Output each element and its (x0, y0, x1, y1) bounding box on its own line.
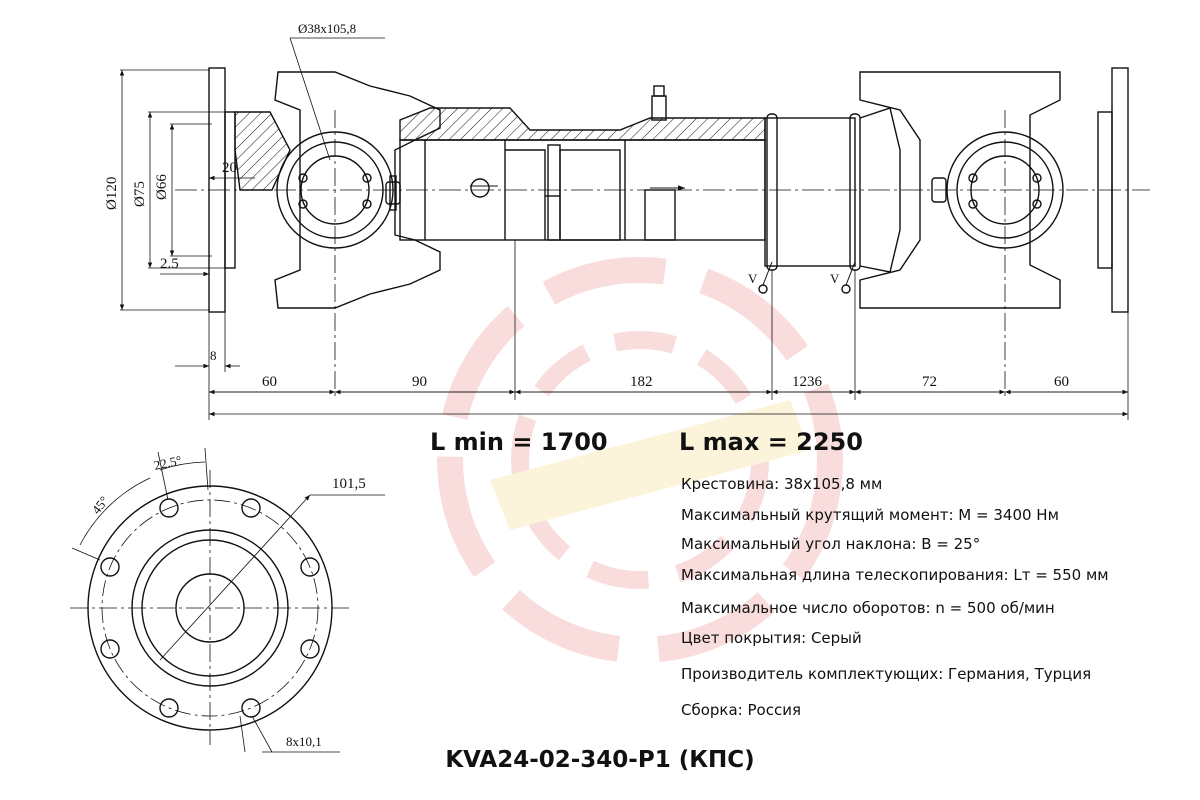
spec-telescoping: Максимальная длина телескопирования: Lт … (681, 566, 1109, 584)
model-number: KVA24-02-340-P1 (КПС) (445, 747, 755, 773)
spec-assembly: Сборка: Россия (681, 701, 801, 719)
dim-8-label: 8 (210, 348, 217, 363)
spec-rpm: Максимальное число оборотов: n = 500 об/… (681, 599, 1055, 617)
spec-angle: Максимальный угол наклона: В = 25° (681, 535, 981, 553)
dia-75-label: Ø75 (132, 181, 148, 207)
dim-182: 182 (630, 374, 653, 390)
tube-body (764, 117, 856, 267)
length-min: L min = 1700 (430, 428, 608, 456)
dia-66-label: Ø66 (154, 174, 170, 200)
dimension-lines (119, 37, 1129, 420)
flange-radius-label: 101,5 (332, 476, 366, 492)
bolt-hole (100, 639, 120, 659)
bolt-hole (300, 639, 320, 659)
bolt-hole (159, 498, 179, 518)
length-max: L max = 2250 (679, 428, 863, 456)
grease-fitting-top (651, 95, 667, 121)
sleeve-top-section (399, 107, 766, 141)
cross-dimension: Ø38x105,8 (298, 21, 356, 36)
dim-2-5-label: 2.5 (160, 256, 179, 272)
spec-cross: Крестовина: 38х105,8 мм (681, 475, 883, 493)
bolt-hole (241, 698, 261, 718)
bolt-hole (241, 498, 261, 518)
angle-22-label: 22.5° (153, 452, 183, 472)
dim-90: 90 (412, 374, 427, 390)
flange-front-view (70, 447, 385, 753)
holes-label: 8x10,1 (286, 734, 322, 749)
bolt-hole (300, 557, 320, 577)
right-yoke (859, 71, 1061, 309)
dim-1236: 1236 (792, 374, 823, 390)
weld-symbol-left: V (748, 271, 758, 286)
angle-45-label: 45° (89, 493, 112, 517)
left-yoke (274, 71, 441, 309)
shaft-side-view (175, 67, 1150, 400)
dia-120-label: Ø120 (104, 177, 120, 210)
watermark-logo (437, 257, 843, 663)
dim-20-label: 20 (222, 160, 237, 176)
spec-color: Цвет покрытия: Серый (681, 629, 862, 647)
dim-60-left: 60 (262, 374, 277, 390)
weld-symbol-right: V (830, 271, 840, 286)
weld-ring-left (766, 113, 778, 271)
bolt-hole (159, 698, 179, 718)
left-yoke-section (234, 111, 291, 191)
spec-manufacturer: Производитель комплектующих: Германия, Т… (681, 665, 1092, 683)
dim-72: 72 (922, 374, 937, 390)
bolt-hole (100, 557, 120, 577)
dim-60-right: 60 (1054, 374, 1069, 390)
spec-torque: Максимальный крутящий момент: М = 3400 Н… (681, 506, 1059, 524)
